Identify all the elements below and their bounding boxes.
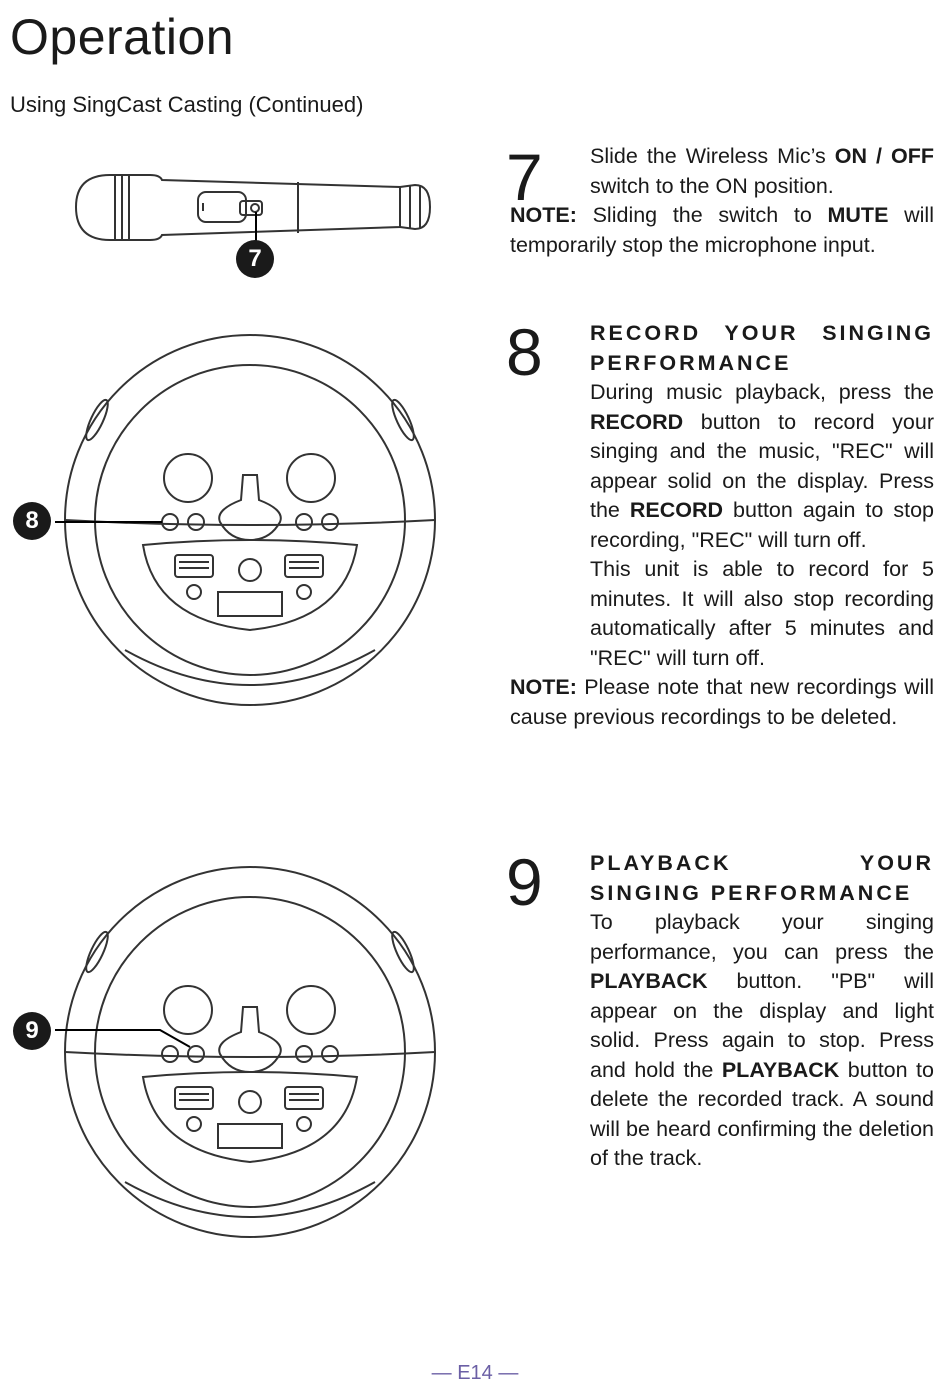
callout-badge-7: 7 xyxy=(236,240,274,278)
step-heading: RECORD YOUR SINGING PERFORMANCE xyxy=(590,321,934,375)
step-text: RECORD YOUR SINGING PERFORMANCE During m… xyxy=(590,321,934,670)
microphone-illustration xyxy=(74,174,432,243)
callout-badge-8: 8 xyxy=(13,502,51,540)
step-number: 9 xyxy=(506,845,543,919)
step-number: 7 xyxy=(506,140,543,214)
speaker-top-illustration-playback xyxy=(55,866,436,1238)
step-text: PLAYBACK YOUR SINGING PERFORMANCE To pla… xyxy=(590,851,934,1170)
step-note: NOTE: Please note that new recordings wi… xyxy=(510,675,934,729)
step-7: 7 Slide the Wireless Mic’s ON / OFF swit… xyxy=(506,142,934,260)
step-text: Slide the Wireless Mic’s ON / OFF switch… xyxy=(590,144,934,198)
callout-badge-9: 9 xyxy=(13,1012,51,1050)
step-8: 8 RECORD YOUR SINGING PERFORMANCE During… xyxy=(506,319,934,732)
step-9: 9 PLAYBACK YOUR SINGING PERFORMANCE To p… xyxy=(506,849,934,1174)
step-number: 8 xyxy=(506,315,543,389)
speaker-top-illustration xyxy=(55,334,436,706)
page-subtitle: Using SingCast Casting (Continued) xyxy=(10,92,364,117)
step-note: NOTE: Sliding the switch to MUTE will te… xyxy=(510,203,934,257)
page-title: Operation xyxy=(10,9,235,65)
page-number: — E14 — xyxy=(431,1362,519,1384)
step-heading: PLAYBACK YOUR SINGING PERFORMANCE xyxy=(590,851,934,905)
